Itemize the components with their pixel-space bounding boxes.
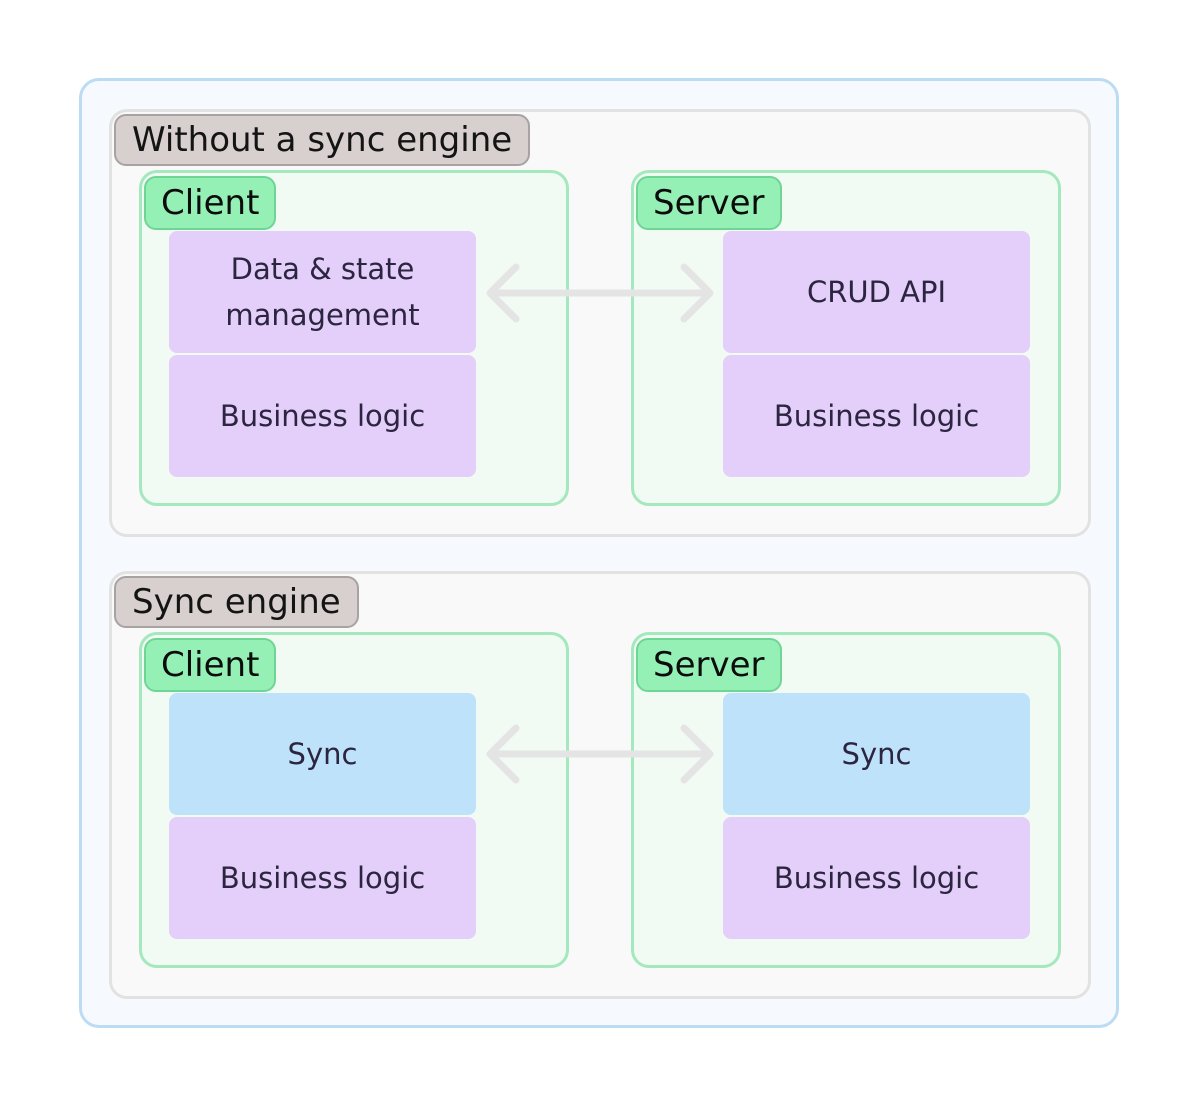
block-label: Business logic — [773, 399, 980, 433]
client-label: Client — [144, 176, 277, 230]
block-label: Business logic — [773, 861, 980, 895]
data-state-management-block: Data & state management — [169, 231, 476, 353]
business-logic-block: Business logic — [169, 817, 476, 939]
double-arrow-icon — [486, 724, 714, 784]
section-title: Without a sync engine — [114, 114, 531, 166]
block-label: Sync — [841, 737, 912, 771]
block-label: Sync — [287, 737, 358, 771]
section-title: Sync engine — [114, 576, 359, 628]
block-label: Data & state management — [225, 252, 420, 332]
crud-api-block: CRUD API — [723, 231, 1030, 353]
block-label: Business logic — [219, 861, 426, 895]
double-arrow-icon — [486, 263, 714, 323]
business-logic-block: Business logic — [723, 817, 1030, 939]
block-label: CRUD API — [806, 275, 947, 309]
client-label: Client — [144, 638, 277, 692]
business-logic-block: Business logic — [723, 355, 1030, 477]
business-logic-block: Business logic — [169, 355, 476, 477]
server-label: Server — [636, 176, 782, 230]
sync-block: Sync — [723, 693, 1030, 815]
sync-block: Sync — [169, 693, 476, 815]
server-label: Server — [636, 638, 782, 692]
block-label: Business logic — [219, 399, 426, 433]
